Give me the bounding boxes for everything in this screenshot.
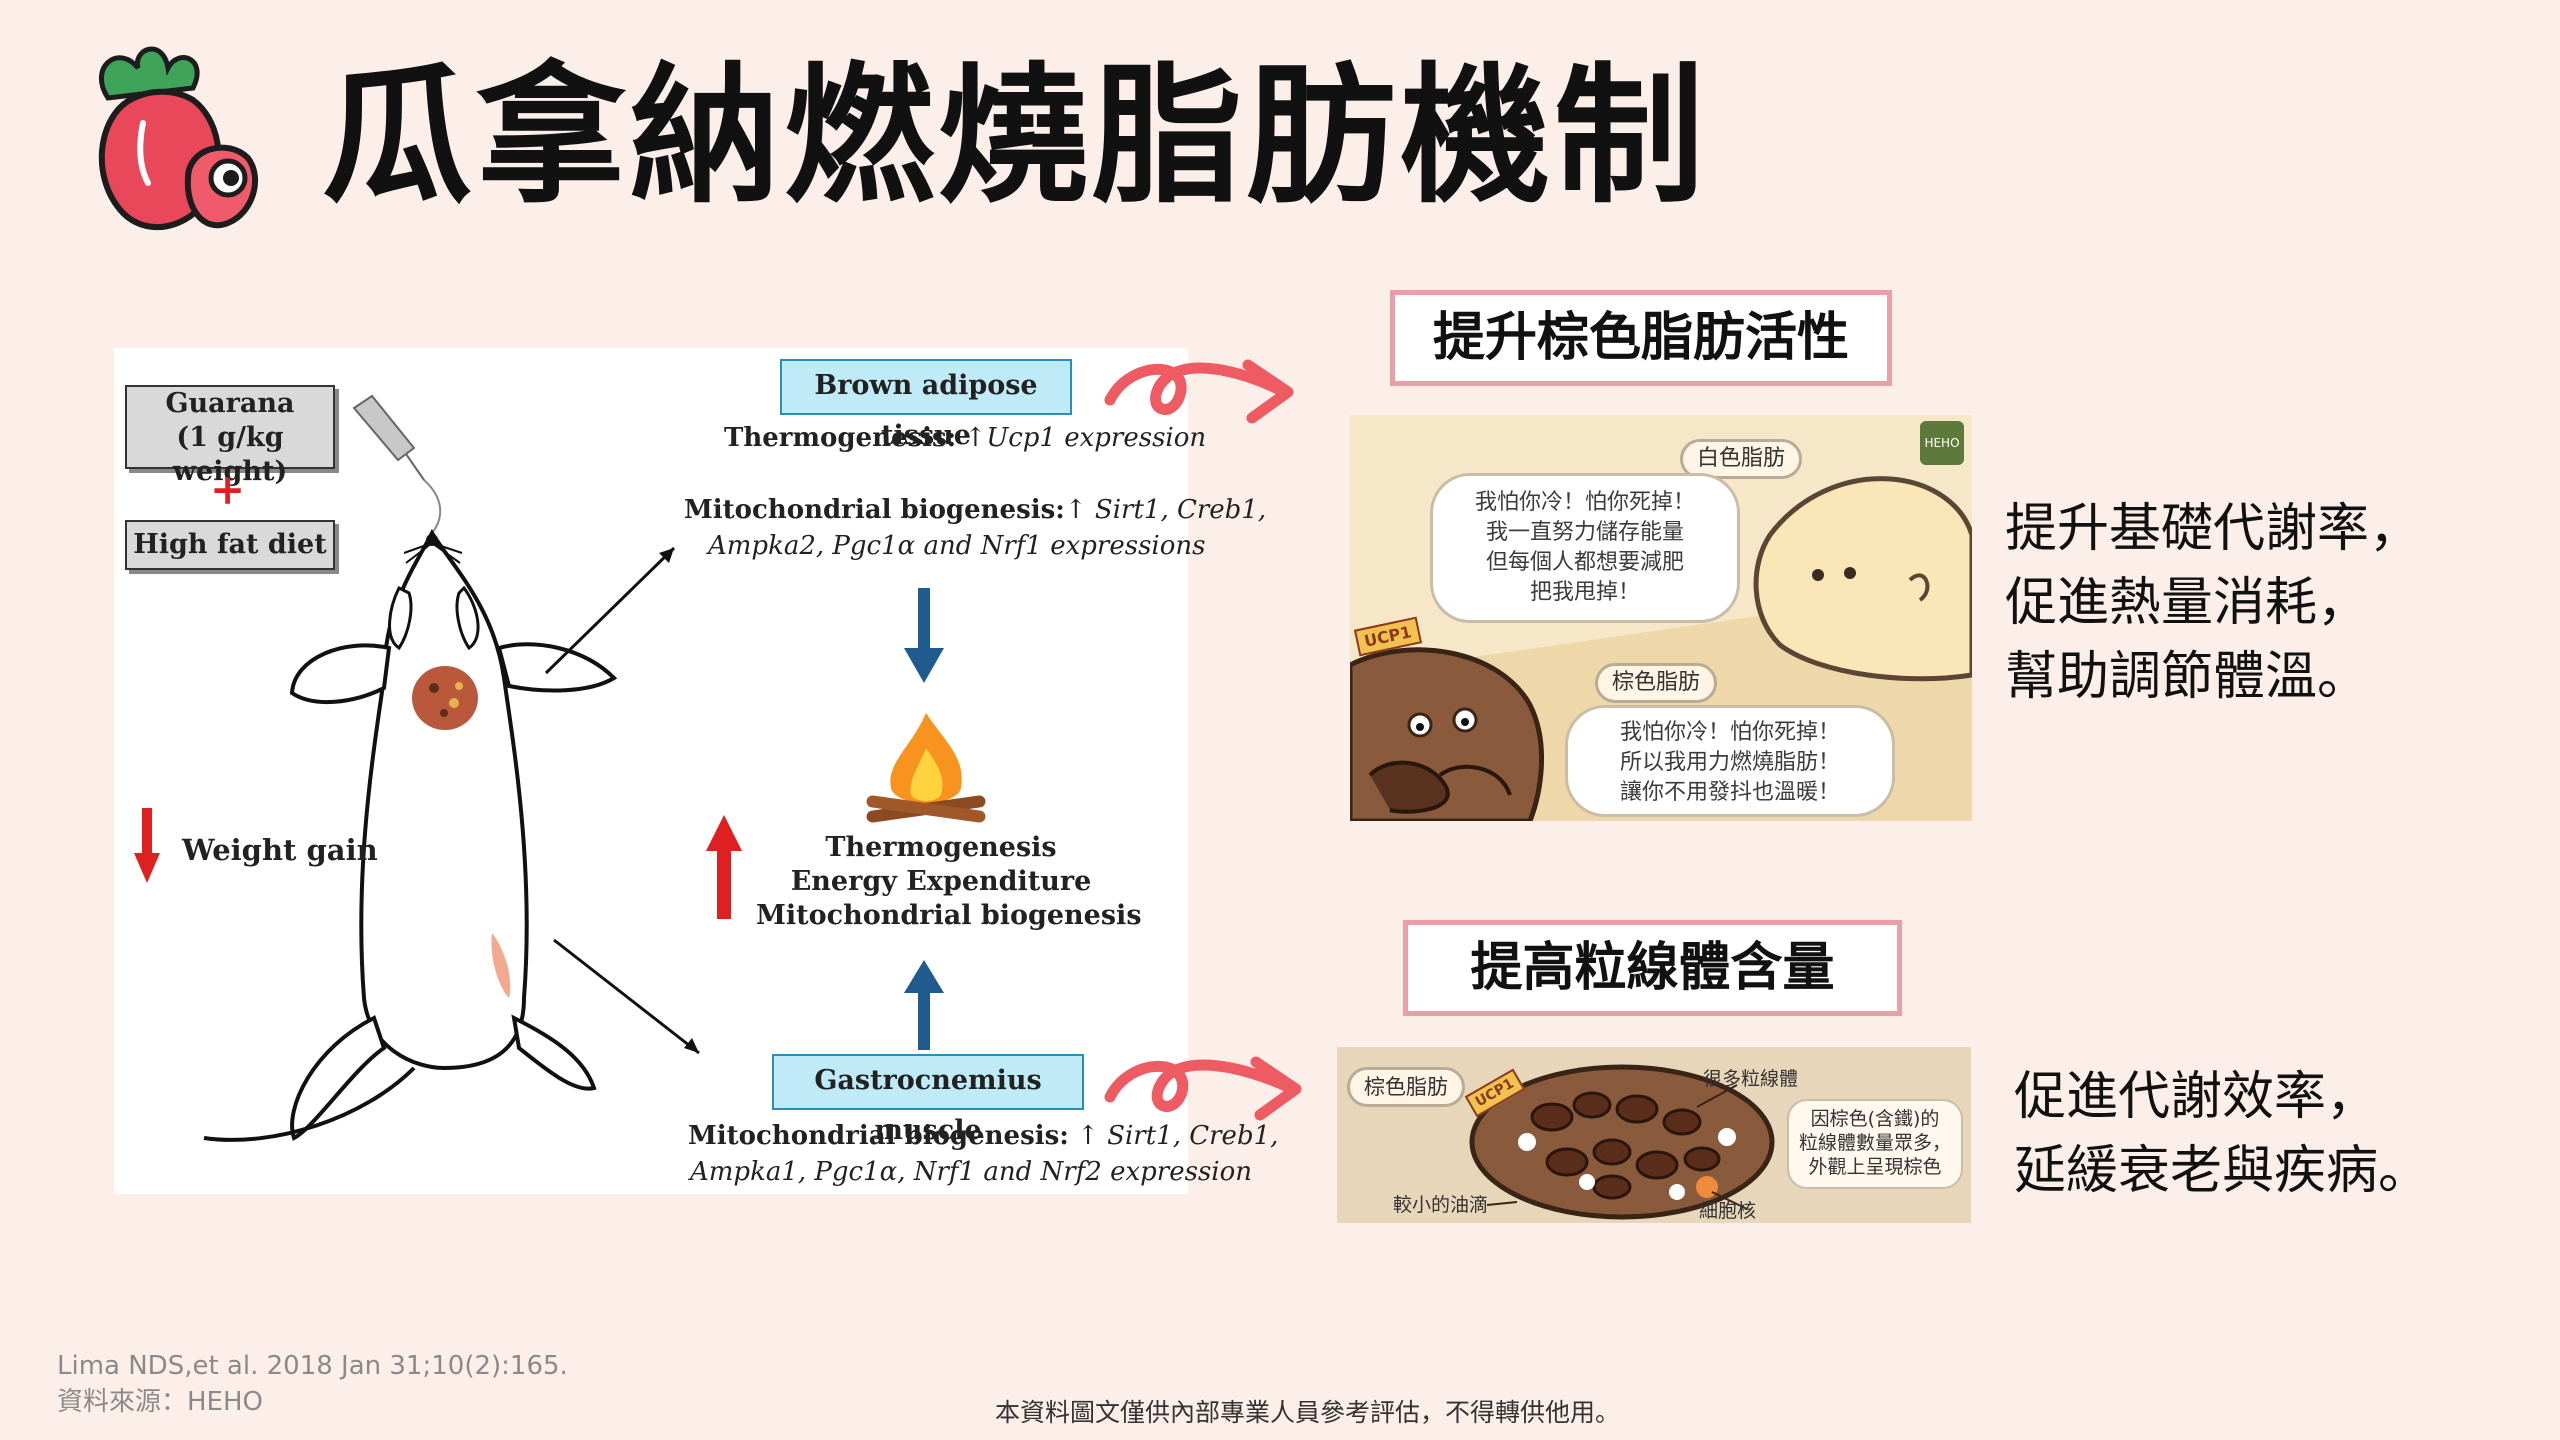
mitochondria-cartoon: 棕色脂肪 UCP1 很多粒線體 因棕色(含鐵)的 粒線體數量眾多， 外觀上呈現棕… [1337,1047,1971,1223]
color-note-box: 因棕色(含鐵)的 粒線體數量眾多， 外觀上呈現棕色 [1787,1099,1963,1189]
white-fat-line: 我一直努力儲存能量 [1485,520,1684,545]
gastrocnemius-muscle-box: Gastrocnemius muscle [772,1054,1084,1146]
plus-sign: + [210,465,246,514]
desc-line: 提升基礎代謝率， [2005,499,2422,559]
droplet-label: 較小的油滴 [1393,1194,1489,1216]
guarana-dose: (1 g/kg weight) [172,422,288,487]
brown-adipose-tissue-box: Brown adipose tissue [780,359,1072,451]
page-title: 瓜拿納燃燒脂肪機制 [322,50,1709,224]
bat-mito-line2: Ampka2, Pgc1α and Nrf1 expressions [708,531,1206,561]
guarana-label: Guarana [165,388,295,419]
mouse-illustration-icon [134,394,700,1142]
nucleus-label: 細胞核 [1699,1200,1757,1222]
guarana-box: Guarana (1 g/kg weight) [125,385,335,487]
research-figure: Guarana (1 g/kg weight) + High fat diet [114,348,1278,1194]
bat-mito-line1: Mitochondrial biogenesis:↑ Sirt1, Creb1, [684,495,1267,525]
weight-down-arrow-icon [134,808,160,883]
white-fat-line: 但每個人都想要減肥 [1485,550,1684,575]
citation-text: Lima NDS,et al. 2018 Jan 31;10(2):165. [57,1351,568,1381]
section2-description: 促進代謝效率， 延緩衰老與疾病。 [2014,1060,2430,1208]
syringe-icon [352,394,442,534]
desc-line: 延緩衰老與疾病。 [2014,1141,2431,1201]
brown-fat-line: 讓你不用發抖也溫暖！ [1619,780,1840,805]
fire-icon [866,713,986,823]
brown-fat-line: 所以我用力燃燒脂肪！ [1619,750,1840,775]
citation-block: Lima NDS,et al. 2018 Jan 31;10(2):165. 資… [57,1348,568,1420]
white-fat-bubble: 我怕你冷！怕你死掉！ 我一直努力儲存能量 但每個人都想要減肥 把我甩掉！ [1430,473,1740,623]
muscle-mito-line2: Ampka1, Pgc1α, Nrf1 and Nrf2 expression [690,1157,1253,1187]
outcome-mito: Mitochondrial biogenesis [756,900,1142,931]
blue-down-arrow-icon [904,588,944,683]
brown-fat-blob-icon [412,666,478,730]
mitochondria-label: 很多粒線體 [1703,1068,1799,1090]
brown-fat-tag: 棕色脂肪 [1595,663,1718,703]
curly-arrow-icon [1104,359,1294,424]
blue-up-arrow-icon [904,960,944,1050]
desc-line: 幫助調節體溫。 [2005,647,2370,707]
brown-fat-cell-icon [1469,1064,1775,1220]
disclaimer-text: 本資料圖文僅供內部專業人員參考評估，不得轉供他用。 [995,1398,1621,1427]
section1-heading: 提升棕色脂肪活性 [1390,290,1892,386]
outcome-thermogenesis: Thermogenesis [825,832,1057,863]
bat-thermogenesis-text: Thermogenesis: ↑Ucp1 expression [724,423,1207,453]
weight-gain-label: Weight gain [182,833,378,867]
outcome-energy: Energy Expenditure [790,866,1092,897]
guarana-logo-icon [98,46,259,231]
section2-heading: 提高粒線體含量 [1403,920,1902,1016]
desc-line: 促進代謝效率， [2014,1067,2379,1127]
curly-arrow-icon [1104,1056,1302,1121]
red-up-arrow-icon [706,815,742,919]
section1-description: 提升基礎代謝率， 促進熱量消耗， 幫助調節體溫。 [2005,492,2421,714]
brown-fat-bubble: 我怕你冷！怕你死掉！ 所以我用力燃燒脂肪！ 讓你不用發抖也溫暖！ [1565,705,1895,817]
desc-line: 促進熱量消耗， [2005,573,2370,633]
color-note-line: 外觀上呈現棕色 [1808,1156,1942,1178]
fat-characters-icon [1350,476,1972,821]
brown-fat-line: 我怕你冷！怕你死掉！ [1619,720,1840,745]
high-fat-diet-box: High fat diet [125,520,335,570]
white-fat-tag: 白色脂肪 [1680,439,1803,479]
color-note-line: 因棕色(含鐵)的 [1810,1108,1940,1130]
brown-vs-white-fat-cartoon: HEHO 白色脂肪 我怕你冷！怕你死掉！ 我一直努力儲存能量 但每個人都想要減肥… [1350,415,1972,821]
white-fat-line: 把我甩掉！ [1529,580,1640,605]
brown-fat-tag: 棕色脂肪 [1347,1067,1465,1107]
white-fat-line: 我怕你冷！怕你死掉！ [1474,490,1695,515]
heho-badge: HEHO [1920,421,1964,465]
muscle-mito-line1: Mitochondrial biogenesis: ↑ Sirt1, Creb1… [688,1121,1279,1151]
color-note-line: 粒線體數量眾多， [1798,1132,1951,1154]
source-text: 資料來源：HEHO [57,1387,263,1417]
